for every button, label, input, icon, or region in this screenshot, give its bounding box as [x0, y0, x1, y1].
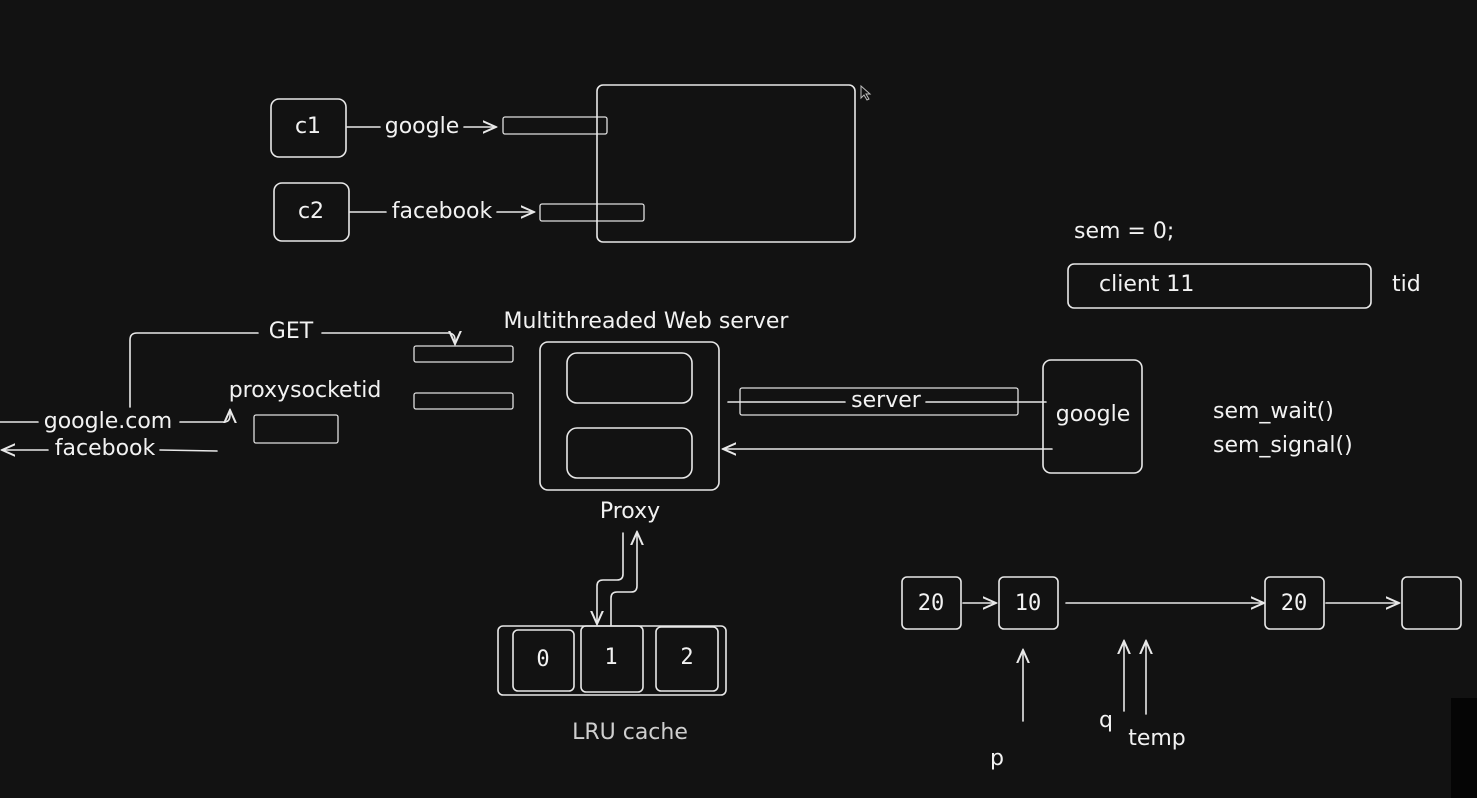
list-node-1-value: 20 — [918, 591, 945, 616]
list-node-3 — [1264, 576, 1325, 630]
client-requests-diagram: c1 google c2 facebook — [270, 84, 872, 243]
remote-server-box — [1042, 359, 1143, 474]
list-node-2 — [998, 576, 1059, 630]
client-c2-box — [273, 182, 350, 242]
server-container-box — [596, 84, 856, 243]
google-slot-box — [502, 116, 608, 135]
list-node-2-value: 10 — [1015, 591, 1042, 616]
lru-cache-block: 0 1 2 LRU cache — [497, 532, 727, 745]
cache-label: LRU cache — [572, 720, 688, 745]
get-request-arrow — [321, 333, 455, 344]
list-node-4 — [1401, 576, 1462, 630]
facebook-return-line — [159, 449, 218, 452]
sem-wait-text: sem_wait() — [1213, 399, 1334, 424]
client-box — [1067, 263, 1372, 309]
cache-down-arrow — [597, 532, 624, 624]
client-c1-box — [270, 98, 347, 158]
proxy-label: Proxy — [600, 499, 660, 524]
cache-slot-0-label: 0 — [536, 647, 549, 672]
proxy-request-flow: GET proxysocketid google.com facebook — [0, 319, 514, 461]
client-c1-label: c1 — [295, 114, 321, 139]
pointer-p-label: p — [990, 746, 1004, 771]
google-com-label: google.com — [44, 409, 172, 434]
proxy-box — [539, 341, 720, 491]
cache-slot-2 — [655, 626, 719, 692]
proxysocketid-box — [253, 414, 339, 444]
get-label: GET — [269, 319, 314, 344]
server-link-label: server — [851, 388, 922, 413]
tid-label: tid — [1392, 272, 1421, 297]
linked-list-diagram: 20 10 20 p q temp — [901, 576, 1462, 771]
semaphore-notes: sem = 0; client 11 tid sem_wait() sem_si… — [1067, 219, 1421, 458]
cache-slot-1 — [580, 625, 644, 693]
thread-box-1 — [566, 352, 693, 404]
socket-slot-1 — [413, 345, 514, 363]
proxysocketid-label: proxysocketid — [229, 378, 382, 403]
pointer-temp-label: temp — [1128, 726, 1186, 751]
cache-slot-1-label: 1 — [604, 645, 617, 670]
client-box-label: client 11 — [1099, 272, 1194, 297]
cursor-icon — [860, 84, 872, 101]
list-node-3-value: 20 — [1281, 591, 1308, 616]
sem-init-text: sem = 0; — [1074, 219, 1174, 244]
pointer-q-label: q — [1099, 708, 1113, 733]
cache-up-arrow — [610, 532, 637, 626]
thread-box-2 — [566, 427, 693, 479]
facebook-return-label: facebook — [55, 436, 156, 461]
edge-shadow — [1451, 698, 1477, 798]
facebook-slot-box — [539, 203, 645, 222]
server-title: Multithreaded Web server — [504, 309, 790, 334]
socket-slot-2 — [413, 392, 514, 410]
remote-server-label: google — [1056, 402, 1131, 427]
get-request-path — [129, 332, 259, 408]
sem-signal-text: sem_signal() — [1213, 433, 1353, 458]
list-node-1 — [901, 576, 962, 630]
cache-slot-0 — [512, 629, 575, 692]
cache-slot-2-label: 2 — [680, 645, 693, 670]
google-com-arrow — [179, 410, 230, 422]
facebook-request-label: facebook — [392, 199, 493, 224]
client-c2-label: c2 — [298, 199, 324, 224]
proxy-server-block: Multithreaded Web server Proxy server go… — [504, 309, 1143, 524]
google-request-label: google — [385, 114, 460, 139]
